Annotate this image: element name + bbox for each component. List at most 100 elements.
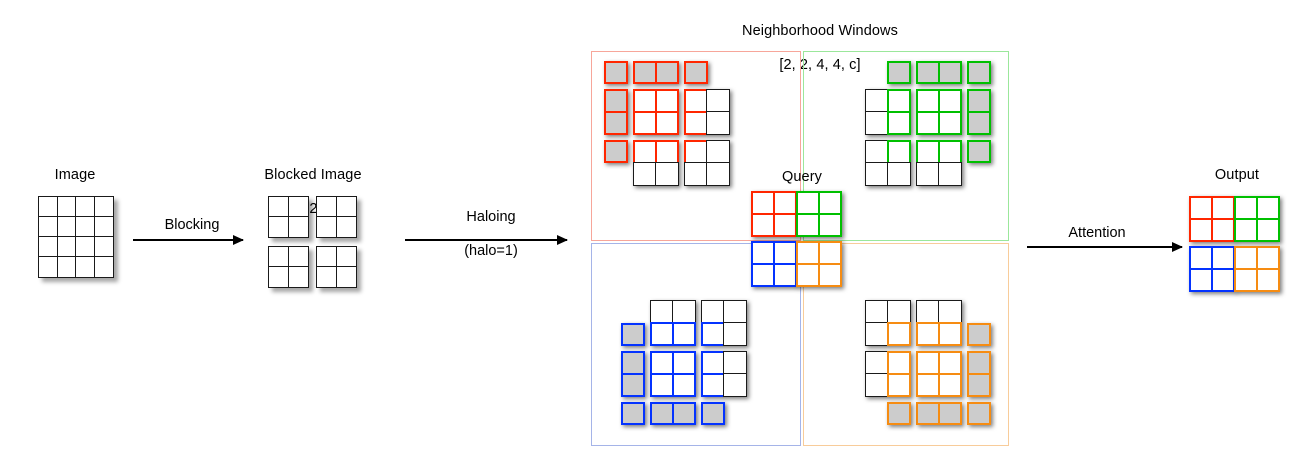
halo-cell-green: [915, 60, 963, 85]
block-neighbor-corner: [864, 299, 912, 347]
cell: [632, 88, 658, 114]
cell: [864, 321, 890, 347]
cell: [795, 212, 821, 238]
block-orange-center: [915, 350, 963, 398]
cell: [1188, 195, 1214, 221]
cell: [1188, 245, 1214, 271]
cell: [937, 401, 963, 426]
cell: [795, 190, 821, 216]
cell: [654, 161, 680, 187]
cell: [603, 88, 629, 114]
cell: [654, 88, 680, 114]
cell: [1210, 245, 1236, 271]
blocked-cell: [336, 197, 356, 217]
blocked-cell: [317, 267, 337, 287]
blocked-block: [316, 196, 357, 238]
cell: [864, 88, 890, 114]
cell: [886, 88, 912, 114]
quadrant-frame-orange: [803, 243, 1009, 446]
cell: [700, 299, 726, 325]
cell: [1233, 195, 1259, 221]
cell: [937, 350, 963, 376]
block-neighbor-right: [683, 88, 731, 136]
cell: [795, 262, 821, 288]
halo-cell-orange: [915, 401, 963, 426]
cell: [750, 240, 776, 266]
quadrant-frame-red: [591, 51, 801, 241]
cell: [886, 299, 912, 325]
image-cell: [94, 237, 113, 257]
halo-cell-red: [632, 60, 680, 85]
cell: [654, 60, 680, 85]
cell: [864, 139, 890, 165]
halo-cell-blue: [620, 350, 646, 398]
neighborhood-shape-text: [2, 2, 4, 4, c]: [779, 57, 861, 73]
cell: [886, 350, 912, 376]
blocked-cell: [337, 217, 357, 237]
halo-cell-blue: [700, 401, 726, 426]
image-cell: [76, 197, 95, 217]
halo-cell-red: [603, 60, 629, 85]
image-cell: [76, 237, 95, 257]
blocked-cell: [269, 217, 289, 237]
cell: [1233, 217, 1259, 243]
cell: [1255, 217, 1281, 243]
image-cell: [94, 197, 113, 217]
blocked-cell: [288, 197, 308, 217]
cell: [671, 350, 697, 376]
cell: [937, 161, 963, 187]
cell: [937, 372, 963, 398]
block-neighbor-left: [864, 88, 912, 136]
cell: [671, 321, 697, 347]
attention-arrow: [1027, 246, 1182, 248]
cell: [915, 372, 941, 398]
cell: [620, 322, 646, 347]
cell: [750, 262, 776, 288]
halo-cell-green: [886, 60, 912, 85]
cell: [915, 299, 941, 325]
halo-cell-red: [603, 139, 629, 164]
haloing-arrow: [405, 239, 567, 241]
cell: [649, 372, 675, 398]
blocked-block: [268, 246, 309, 288]
cell: [671, 401, 697, 426]
cell: [683, 161, 709, 187]
cell: [620, 401, 646, 426]
cell: [649, 401, 675, 426]
blocking-arrow-label: Blocking: [128, 200, 256, 234]
cell: [886, 372, 912, 398]
image-cell: [39, 237, 58, 257]
cell: [772, 240, 798, 266]
halo-cell-blue: [649, 401, 697, 426]
blocked-cell: [317, 217, 337, 237]
blocked-image-label: Blocked Image [2, 2, 2, 2, c]: [238, 150, 388, 218]
cell: [632, 139, 658, 165]
cell: [722, 321, 748, 347]
halo-cell-red: [683, 60, 709, 85]
cell: [937, 321, 963, 347]
blocking-label-text: Blocking: [164, 217, 220, 233]
cell: [750, 212, 776, 238]
cell: [966, 88, 992, 114]
cell: [700, 401, 726, 426]
blocked-cell: [288, 247, 308, 267]
query-block-orange: [795, 240, 843, 288]
cell: [886, 321, 912, 347]
cell: [864, 161, 890, 187]
blocked-cell: [289, 217, 309, 237]
cell: [705, 88, 731, 114]
block-neighbor-top: [649, 299, 697, 347]
cell: [683, 139, 709, 165]
halo-cell-green: [966, 60, 992, 85]
cell: [966, 110, 992, 136]
cell: [654, 139, 680, 165]
cell: [864, 372, 890, 398]
cell: [671, 299, 697, 325]
block-green-center: [915, 88, 963, 136]
cell: [915, 321, 941, 347]
block-blue-center: [649, 350, 697, 398]
cell: [705, 110, 731, 136]
cell: [772, 262, 798, 288]
quadrant-frame-green: [803, 51, 1009, 241]
cell: [632, 60, 658, 85]
